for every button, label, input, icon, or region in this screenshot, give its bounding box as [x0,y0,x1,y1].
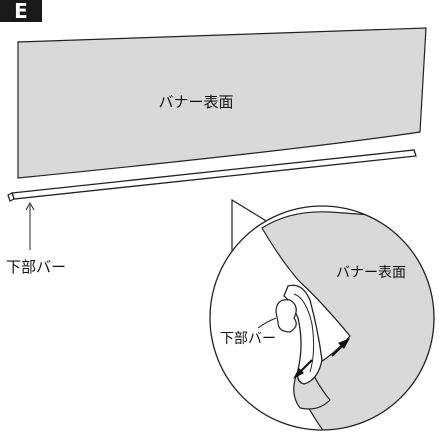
detail-right-arrow [331,338,350,357]
detail-bar-knob [275,299,297,333]
bottom-bar-end-cap [7,192,15,202]
banner-surface-label: バナー表面 [158,93,233,111]
detail-banner-label: バナー表面 [336,265,406,281]
detail-circle: バナー表面 下部バー [209,205,435,431]
detail-label-leader [257,317,277,329]
bottom-bar-label: 下部バー [6,258,66,276]
step-badge-background [0,0,42,22]
callout-arrow-head [25,201,35,211]
detail-circle-border [209,205,435,431]
step-badge: E [0,0,42,23]
detail-bar-inner-line [293,293,315,373]
bottom-bar-callout: 下部バー [6,201,66,276]
main-banner: バナー表面 [7,27,427,202]
step-badge-letter: E [14,0,28,23]
banner-surface-shape [17,27,427,179]
detail-bottom-bar-label: 下部バー [220,331,276,347]
detail-left-arrow [293,359,313,379]
